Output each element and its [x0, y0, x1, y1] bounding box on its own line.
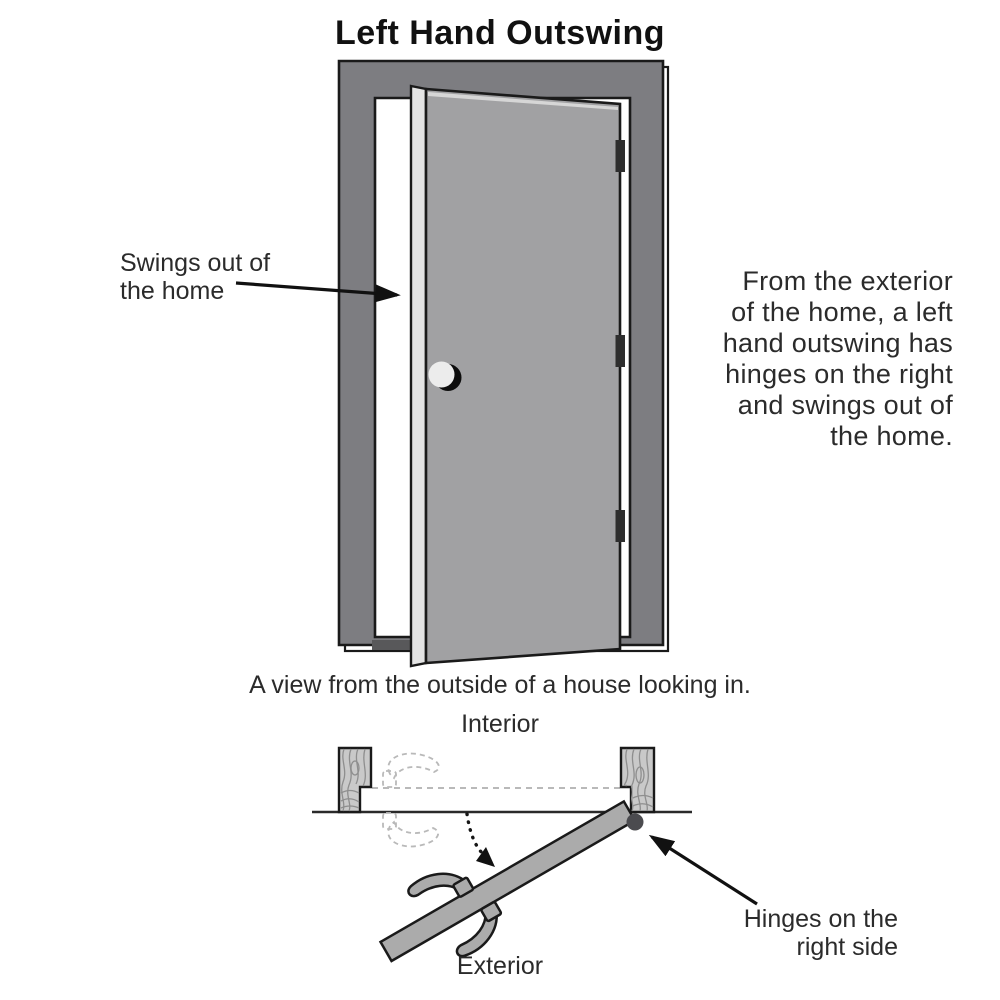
- swing-label-line2: the home: [120, 277, 225, 305]
- hinge-plate-bottom: [615, 510, 625, 542]
- right-jamb-wood-grain: [623, 748, 654, 812]
- plan-diagram: [312, 746, 758, 963]
- door-handle-exterior-side: [455, 900, 503, 958]
- description-line2: of the home, a left: [731, 297, 953, 327]
- swing-path-dotted-arrow: [465, 812, 484, 855]
- description-line4: hinges on the right: [725, 359, 953, 389]
- open-door-slab: [378, 799, 637, 963]
- hinge-label-line1: Hinges on the: [743, 905, 898, 933]
- description-line1: From the exterior: [742, 266, 953, 296]
- door-panel: [424, 87, 622, 665]
- exterior-label: Exterior: [456, 952, 544, 980]
- door-knob: [428, 361, 462, 391]
- hinge-plate-middle: [615, 335, 625, 367]
- elevation-diagram: [235, 59, 670, 668]
- hinge-arrow: [648, 834, 758, 906]
- hinge-pivot-dot: [626, 813, 644, 831]
- door-leading-edge: [409, 84, 428, 668]
- page-title: Left Hand Outswing: [334, 14, 666, 52]
- open-door: [378, 799, 637, 963]
- knob-face: [428, 361, 455, 388]
- swing-label-line1: Swings out of: [120, 249, 271, 277]
- door-top-highlight: [428, 92, 618, 110]
- swing-direction-label: Swings out of the home: [120, 249, 270, 305]
- interior-label: Interior: [461, 710, 539, 738]
- door-handle-interior-side: [407, 872, 475, 898]
- description-line3: hand outswing has: [722, 328, 953, 358]
- door-hinges: [615, 140, 625, 542]
- hinge-plate-top: [615, 140, 625, 172]
- hinge-label-line2: right side: [796, 933, 898, 961]
- description-line5: and swings out of: [737, 390, 953, 420]
- dashed-handle-interior: [382, 752, 440, 788]
- view-caption: A view from the outside of a house looki…: [249, 671, 751, 699]
- swing-arrow: [235, 281, 401, 303]
- left-jamb-wood-grain: [340, 748, 366, 812]
- right-jamb: [619, 746, 656, 814]
- dashed-handle-exterior: [382, 812, 440, 848]
- description-text: From the exterior of the home, a left ha…: [613, 266, 953, 452]
- hinge-side-label: Hinges on the right side: [744, 905, 898, 961]
- description-line6: the home.: [830, 421, 953, 451]
- left-jamb: [337, 746, 373, 814]
- swing-path-arrowhead: [476, 847, 495, 867]
- door: [409, 84, 625, 668]
